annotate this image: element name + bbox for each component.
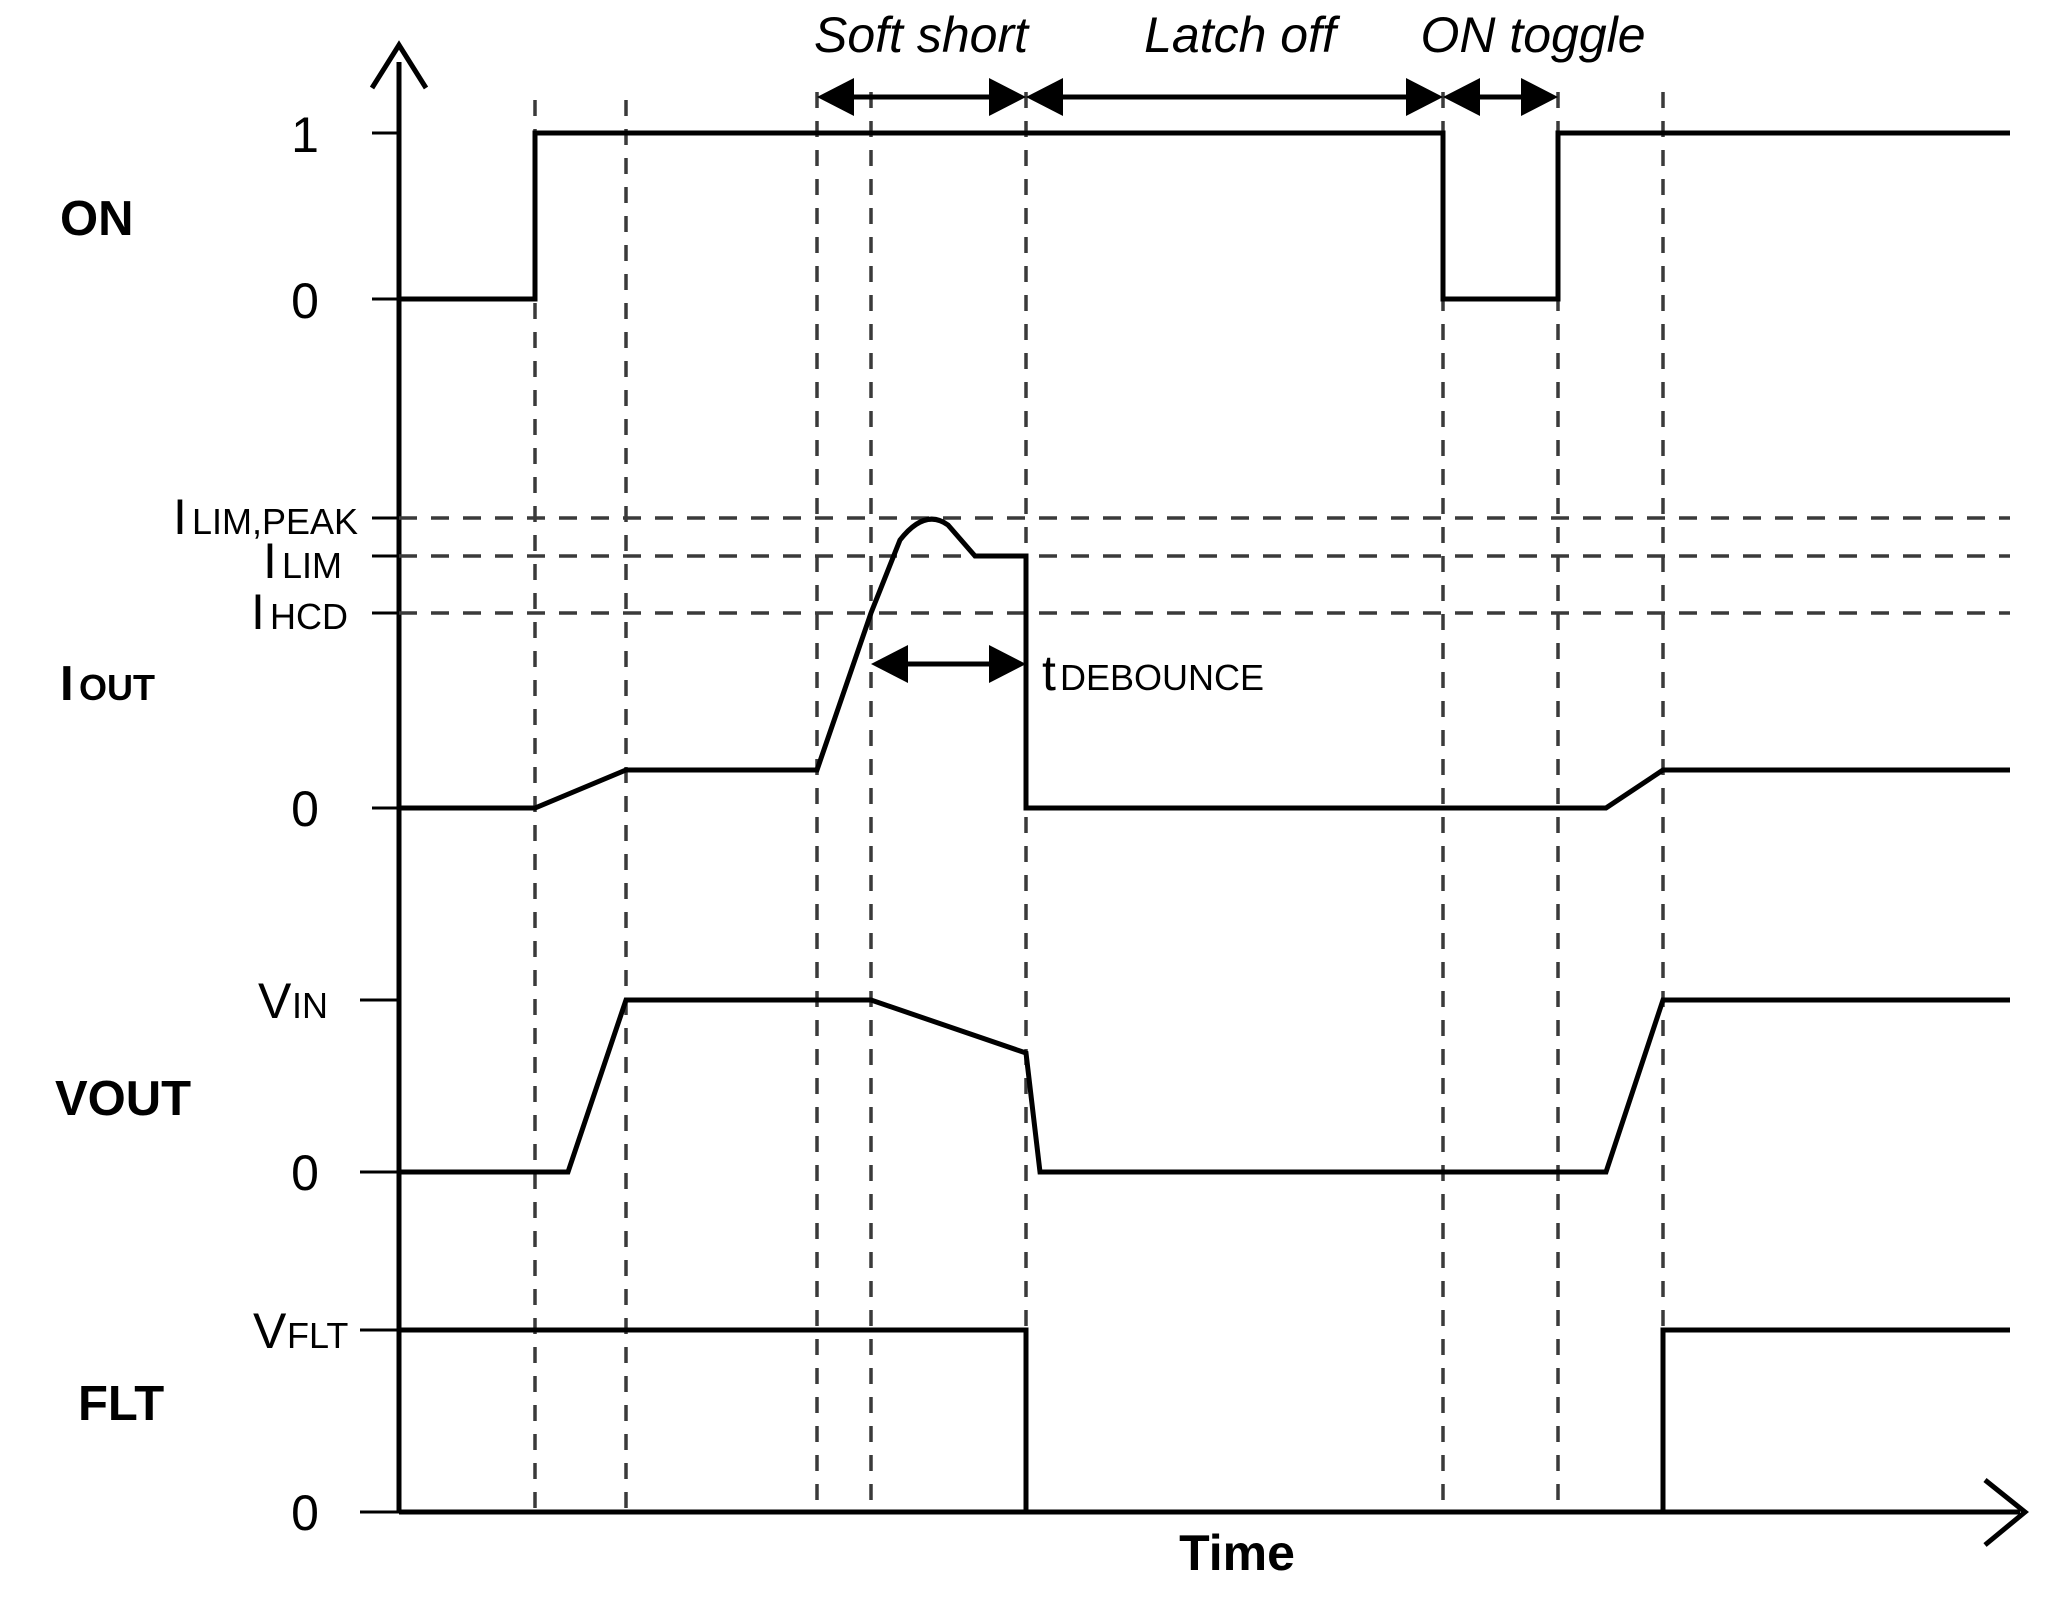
latch-off-left-arrowhead <box>1026 78 1063 116</box>
y-axis <box>369 40 429 1512</box>
soft-short-left-arrowhead <box>817 78 854 116</box>
signal-label-iout-sub: OUT <box>79 667 155 708</box>
x-axis-label-time: Time <box>1179 1525 1295 1581</box>
waveform-iout <box>399 516 2010 811</box>
on-level-1-label: 1 <box>291 107 319 163</box>
signal-label-flt: FLT <box>78 1377 164 1431</box>
signal-on-group: 1 0 ON <box>60 107 2010 329</box>
signal-label-iout-main: I <box>60 657 74 711</box>
event-dashed-lines <box>533 92 1665 1512</box>
flt-vflt-label-sub: FLT <box>287 1315 348 1356</box>
waveform-vout <box>399 997 2010 1175</box>
phase-span-latch-off: Latch off <box>1026 7 1443 116</box>
waveform-on <box>399 130 2010 302</box>
vout-vin-label-sub: IN <box>292 985 328 1026</box>
iout-ilim-label-sub: LIM <box>282 545 342 586</box>
iout-ilim-peak-label-main: I <box>173 489 187 545</box>
iout-ihcd-label-sub: HCD <box>270 596 348 637</box>
waveform-flt <box>399 1327 2010 1515</box>
signal-vout-group: V IN 0 VOUT <box>55 973 2010 1201</box>
on-level-0-label: 0 <box>291 273 319 329</box>
phase-span-on-toggle: ON toggle <box>1420 7 1646 116</box>
on-toggle-right-arrowhead <box>1521 78 1558 116</box>
signal-iout-group: I LIM,PEAK I LIM I HCD 0 I OUT <box>60 489 2010 837</box>
soft-short-right-arrowhead <box>989 78 1026 116</box>
t-debounce-right-arrowhead <box>989 645 1026 683</box>
t-debounce-annotation: t DEBOUNCE <box>871 645 1264 701</box>
phase-label-latch-off: Latch off <box>1144 7 1341 63</box>
t-debounce-left-arrowhead <box>871 645 908 683</box>
vout-vin-label-main: V <box>258 973 292 1029</box>
signal-label-on: ON <box>60 192 134 246</box>
phase-span-soft-short: Soft short <box>814 7 1030 116</box>
signal-label-vout: VOUT <box>55 1072 191 1126</box>
signal-flt-group: V FLT 0 FLT <box>78 1303 2010 1541</box>
flt-vflt-label-main: V <box>253 1303 287 1359</box>
vout-zero-label: 0 <box>291 1145 319 1201</box>
t-debounce-label-main: t <box>1042 645 1056 701</box>
t-debounce-label-sub: DEBOUNCE <box>1060 657 1264 698</box>
latch-off-right-arrowhead <box>1406 78 1443 116</box>
iout-zero-label: 0 <box>291 781 319 837</box>
iout-ihcd-label-main: I <box>251 584 265 640</box>
iout-ilim-peak-label-sub: LIM,PEAK <box>192 501 358 542</box>
flt-zero-label: 0 <box>291 1485 319 1541</box>
phase-label-soft-short: Soft short <box>814 7 1030 63</box>
on-toggle-left-arrowhead <box>1443 78 1480 116</box>
iout-ilim-label-main: I <box>263 533 277 589</box>
phase-label-on-toggle: ON toggle <box>1420 7 1645 63</box>
